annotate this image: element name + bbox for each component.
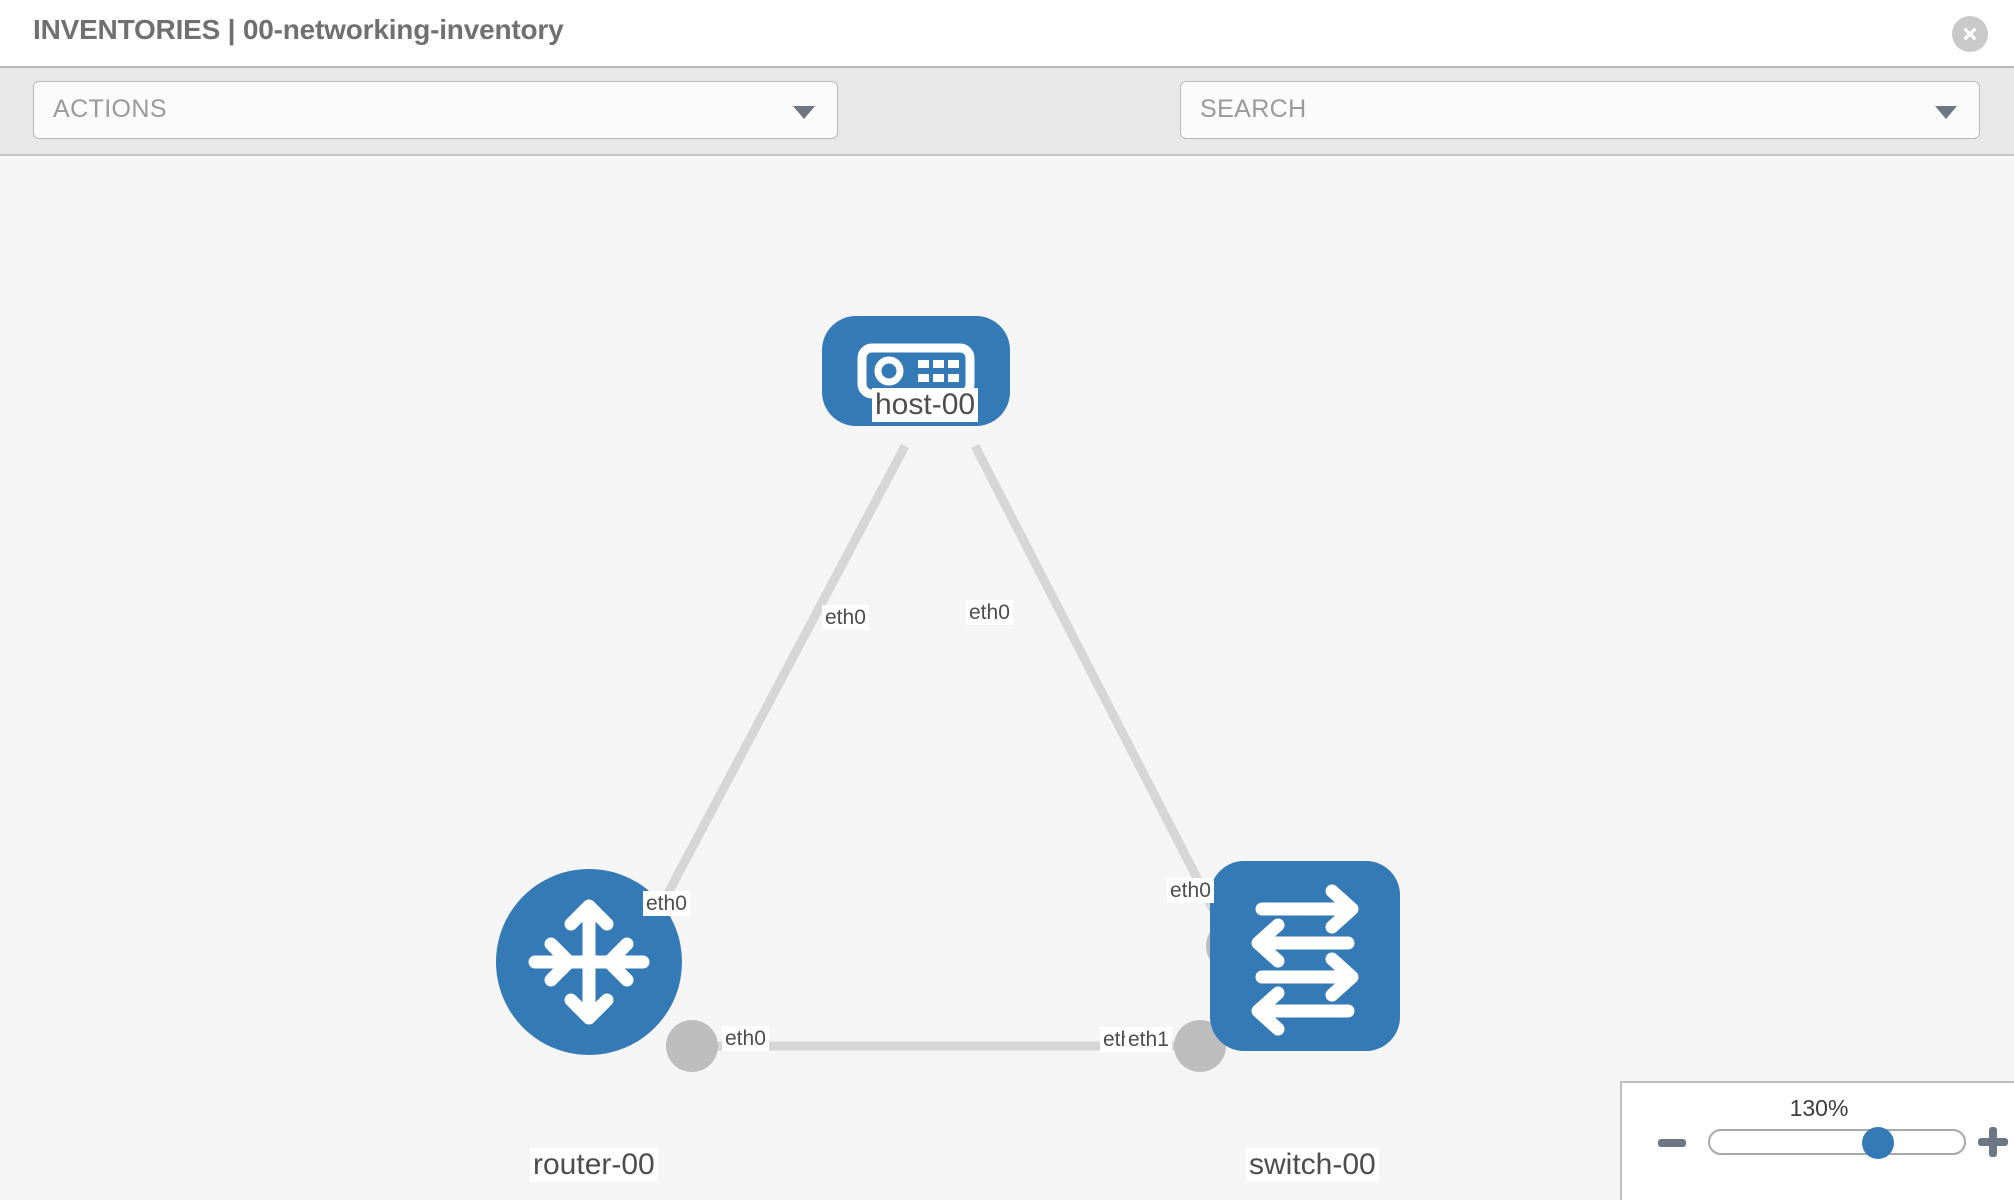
actions-dropdown-label: ACTIONS [53,95,167,123]
search-placeholder: SEARCH [1200,95,1307,123]
edge-label-router-eth0-diagonal: eth0 [643,891,690,916]
zoom-in-button[interactable] [1978,1127,2008,1157]
port-router-eth0 [666,1020,718,1072]
edge-label-host-eth0-right: eth0 [966,600,1013,625]
node-label-switch-00: switch-00 [1246,1148,1379,1182]
search-input[interactable]: SEARCH [1180,81,1980,139]
node-label-host-00: host-00 [872,388,979,422]
zoom-out-button[interactable] [1658,1139,1686,1147]
topology-canvas[interactable]: host-00 router-00 switch-00 eth0 eth0 et… [0,156,2014,1200]
link-host-switch [970,443,1237,949]
topology-graph [496,316,1400,1072]
node-switch-00 [1210,861,1400,1051]
edge-label-host-eth0-left: eth0 [822,605,869,630]
title-bar: INVENTORIES | 00-networking-inventory [0,0,2014,68]
chevron-down-icon[interactable] [1935,106,1957,119]
port-switch-eth1 [1174,1020,1226,1072]
zoom-control-panel: 130% [1620,1081,2014,1200]
edge-label-switch-eth1-middle: eth1 [1125,1027,1172,1052]
page-title: INVENTORIES | 00-networking-inventory [33,14,564,45]
edge-label-router-eth0-middle: eth0 [722,1026,769,1051]
zoom-slider-thumb[interactable] [1862,1127,1894,1159]
zoom-level-label: 130% [1789,1095,1849,1121]
actions-dropdown[interactable]: ACTIONS [33,81,838,139]
node-label-router-00: router-00 [530,1148,658,1182]
toolbar: ACTIONS SEARCH [0,68,2014,199]
zoom-slider-track[interactable] [1708,1129,1966,1155]
edge-label-switch-eth0-diagonal: eth0 [1167,878,1214,903]
close-icon[interactable] [1952,16,1988,52]
chevron-down-icon [793,106,815,119]
node-router-00 [496,869,682,1055]
link-host-router [636,443,909,949]
